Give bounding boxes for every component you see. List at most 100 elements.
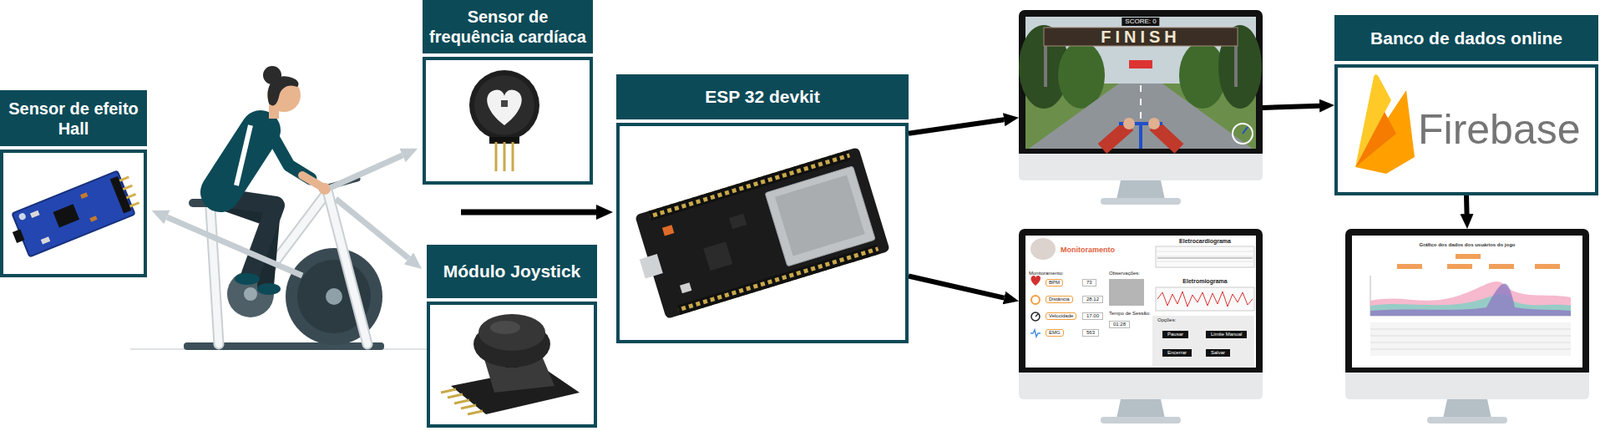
cyclist-illustration bbox=[302, 175, 323, 188]
cyclist-illustration bbox=[236, 125, 251, 186]
joystick-picture bbox=[490, 320, 521, 335]
cyclist-illustration bbox=[234, 273, 260, 285]
esp32-board-picture bbox=[627, 146, 891, 322]
game-screenshot bbox=[1139, 85, 1142, 149]
firebase-logo bbox=[1355, 74, 1415, 174]
hall-sensor-picture bbox=[80, 192, 88, 199]
hall-sensor-picture bbox=[119, 177, 129, 181]
arrow-connector bbox=[908, 119, 1004, 134]
node-heading: Sensor de efeito Hall bbox=[4, 98, 143, 139]
joystick-picture bbox=[478, 313, 546, 351]
heart-rate-sensor-picture bbox=[503, 141, 507, 172]
picture-frame bbox=[422, 56, 593, 185]
cyclist-illustration bbox=[263, 65, 282, 85]
screen-text: Gráfico dos dados dos usuários do jogo bbox=[1418, 242, 1515, 249]
cyclist-illustration bbox=[335, 198, 410, 259]
hall-sensor-picture bbox=[30, 210, 41, 218]
screen-text: Monitoramento bbox=[1060, 245, 1115, 255]
hall-sensor-picture bbox=[40, 236, 51, 244]
sensor-card: Sensor de frequência cardíaca bbox=[422, 0, 593, 185]
joystick-picture bbox=[440, 313, 580, 415]
joystick-picture bbox=[440, 389, 456, 393]
header-band: Sensor de efeito Hall bbox=[0, 90, 147, 147]
dashboard-screenshot bbox=[1155, 246, 1255, 268]
cyclist-illustration bbox=[267, 126, 311, 179]
node-heading: Sensor de frequência cardíaca bbox=[426, 6, 589, 47]
esp32-board-picture bbox=[729, 213, 747, 230]
picture-frame bbox=[0, 149, 147, 278]
monitor-frame bbox=[1345, 228, 1590, 424]
game-screenshot bbox=[1232, 123, 1253, 144]
cyclist-illustration bbox=[325, 288, 343, 305]
screen-text: Encerrar bbox=[1162, 349, 1192, 357]
picture-frame bbox=[616, 122, 909, 344]
hall-sensor-picture bbox=[52, 203, 80, 228]
monitor-frame bbox=[1018, 10, 1590, 424]
dashboard-screenshot bbox=[1155, 251, 1255, 253]
dashboard-screenshot bbox=[1030, 329, 1041, 337]
screen-text: 28.12 bbox=[1082, 295, 1104, 304]
arrow-connector bbox=[908, 276, 1004, 299]
heart-rate-sensor-picture bbox=[511, 141, 515, 172]
chart-screenshot bbox=[1370, 342, 1571, 344]
header-band: Sensor de frequência cardíaca bbox=[422, 0, 593, 54]
cyclist-illustration bbox=[243, 287, 258, 301]
node-heading: Módulo Joystick bbox=[443, 260, 582, 282]
chart-screenshot bbox=[1455, 253, 1481, 259]
node-heading: Banco de dados online bbox=[1370, 27, 1563, 49]
dashboard-screenshot bbox=[1031, 275, 1042, 286]
picture-frame: Firebase bbox=[1334, 64, 1599, 196]
chart-screenshot bbox=[1397, 263, 1423, 269]
game-monitor: FINISHSCORE: 0 bbox=[1018, 10, 1263, 206]
game-screenshot bbox=[1129, 60, 1153, 69]
hall-sensor-picture bbox=[18, 212, 27, 221]
game-screenshot bbox=[1028, 83, 1253, 149]
game-screenshot bbox=[1148, 117, 1160, 130]
hall-sensor-picture bbox=[12, 228, 26, 244]
cyclist-illustration bbox=[327, 190, 368, 345]
game-screenshot bbox=[1123, 117, 1135, 130]
cyclist-illustration bbox=[130, 65, 597, 350]
screen-text: FINISH bbox=[1100, 28, 1181, 46]
logo-wordmark: Firebase bbox=[1417, 104, 1581, 155]
dashboard-screenshot bbox=[1025, 235, 1256, 368]
cyclist-illustration bbox=[329, 155, 403, 188]
hall-sensor-picture bbox=[5, 167, 143, 260]
hall-sensor-picture bbox=[130, 202, 140, 207]
hall-sensor-picture bbox=[11, 171, 135, 258]
screen-text: Opções: bbox=[1157, 317, 1176, 324]
esp32-board-picture bbox=[662, 224, 674, 236]
hall-sensor-picture bbox=[89, 215, 97, 223]
screen-text: Distância bbox=[1045, 295, 1074, 304]
header-band: ESP 32 devkit bbox=[616, 74, 909, 120]
hall-sensor-picture bbox=[110, 176, 132, 214]
game-screenshot bbox=[1102, 125, 1130, 149]
dashboard-screenshot bbox=[1030, 237, 1056, 260]
cyclist-illustration bbox=[460, 209, 597, 216]
dashboard-screenshot bbox=[1157, 258, 1253, 259]
chart-screenshot bbox=[1370, 281, 1571, 316]
header-band: Módulo Joystick bbox=[426, 244, 598, 299]
arrow-connector bbox=[1463, 195, 1470, 214]
chart-screenshot bbox=[1488, 263, 1514, 269]
esp32-board-picture bbox=[703, 241, 733, 271]
screen-text: 563 bbox=[1082, 329, 1099, 337]
chart-screenshot bbox=[1447, 263, 1473, 269]
cyclist-illustration bbox=[327, 190, 368, 345]
joystick-picture bbox=[467, 410, 483, 415]
chart-screenshot bbox=[1370, 335, 1571, 337]
dashboard-screenshot bbox=[1155, 256, 1255, 258]
monitor-frame bbox=[1018, 228, 1263, 424]
game-screenshot bbox=[1139, 123, 1143, 149]
joystick-picture bbox=[447, 394, 463, 398]
sensor-card: Módulo Joystick bbox=[426, 244, 598, 428]
screen-text: Monitoramento: bbox=[1028, 270, 1064, 277]
dashboard-screenshot bbox=[1108, 278, 1145, 306]
screen-text: Pausar bbox=[1162, 330, 1189, 339]
dashboard-screenshot bbox=[1035, 313, 1038, 317]
esp32-board-picture bbox=[639, 253, 664, 279]
hall-sensor-picture bbox=[126, 193, 136, 198]
chart-screenshot bbox=[1351, 235, 1583, 368]
screen-text: EMG bbox=[1045, 329, 1064, 337]
screen-text: Eletrocardiograma bbox=[1179, 237, 1231, 245]
